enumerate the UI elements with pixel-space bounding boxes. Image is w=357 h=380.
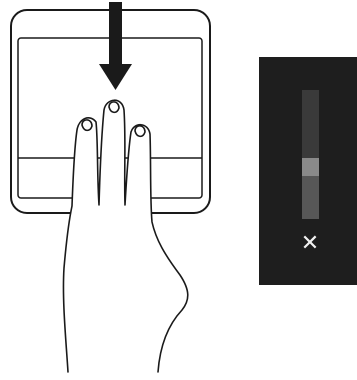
close-icon[interactable]: ✕ xyxy=(299,233,321,255)
volume-osd: ✕ xyxy=(259,57,357,285)
volume-slider[interactable] xyxy=(302,90,319,219)
gesture-illustration xyxy=(0,0,240,380)
volume-slider-thumb[interactable] xyxy=(302,158,319,176)
